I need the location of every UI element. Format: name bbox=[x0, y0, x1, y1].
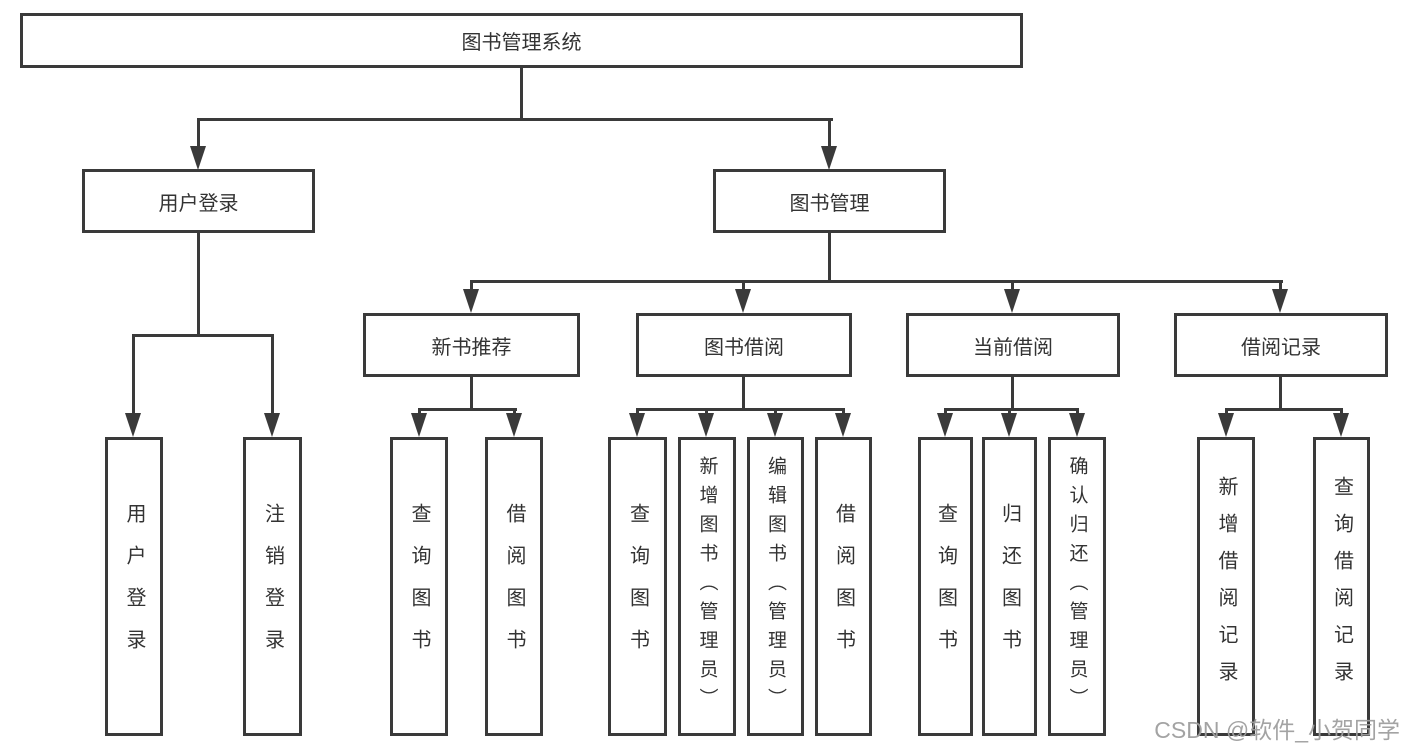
arrowhead-icon bbox=[190, 146, 206, 170]
arrowhead-icon bbox=[1333, 413, 1349, 437]
arrowhead-icon bbox=[463, 289, 479, 313]
arrowhead-icon bbox=[735, 289, 751, 313]
connector-line bbox=[197, 233, 200, 336]
arrowhead-icon bbox=[125, 413, 141, 437]
connector-line bbox=[742, 280, 745, 294]
arrowhead-icon bbox=[937, 413, 953, 437]
arrowhead-icon bbox=[411, 413, 427, 437]
leaf-add-books-admin: 新增图书（管理员） bbox=[678, 437, 736, 736]
connector-line bbox=[1279, 377, 1282, 410]
arrowhead-icon bbox=[1004, 289, 1020, 313]
arrowhead-icon bbox=[264, 413, 280, 437]
connector-line bbox=[742, 377, 745, 410]
leaf-borrowing-query-books: 查询图书 bbox=[608, 437, 667, 736]
leaf-borrow-books: 借阅图书 bbox=[815, 437, 872, 736]
arrowhead-icon bbox=[1218, 413, 1234, 437]
leaf-query-borrow-record: 查询借阅记录 bbox=[1313, 437, 1370, 736]
connector-line bbox=[271, 334, 274, 414]
connector-line bbox=[132, 334, 274, 337]
leaf-add-borrow-record: 新增借阅记录 bbox=[1197, 437, 1255, 736]
connector-line bbox=[197, 118, 200, 150]
leaf-current-query-books: 查询图书 bbox=[918, 437, 973, 736]
csdn-watermark: CSDN @软件_小贺同学 bbox=[1154, 717, 1400, 743]
connector-line bbox=[470, 280, 473, 294]
arrowhead-icon bbox=[1001, 413, 1017, 437]
leaf-recommend-borrow-books: 借阅图书 bbox=[485, 437, 543, 736]
connector-line bbox=[1279, 280, 1282, 294]
arrowhead-icon bbox=[629, 413, 645, 437]
arrowhead-icon bbox=[767, 413, 783, 437]
connector-line bbox=[1011, 377, 1014, 410]
arrowhead-icon bbox=[698, 413, 714, 437]
connector-line bbox=[520, 68, 523, 120]
connector-line bbox=[636, 408, 845, 411]
arrowhead-icon bbox=[1069, 413, 1085, 437]
node-book-borrowing: 图书借阅 bbox=[636, 313, 852, 377]
connector-line bbox=[470, 280, 1283, 283]
node-new-book-recommend: 新书推荐 bbox=[363, 313, 580, 377]
leaf-confirm-return-admin: 确认归还（管理员） bbox=[1048, 437, 1106, 736]
node-current-borrowing: 当前借阅 bbox=[906, 313, 1120, 377]
arrowhead-icon bbox=[821, 146, 837, 170]
leaf-logout: 注销登录 bbox=[243, 437, 302, 736]
connector-line bbox=[944, 408, 1079, 411]
node-borrowing-records: 借阅记录 bbox=[1174, 313, 1388, 377]
arrowhead-icon bbox=[506, 413, 522, 437]
leaf-recommend-query-books: 查询图书 bbox=[390, 437, 448, 736]
arrowhead-icon bbox=[835, 413, 851, 437]
connector-line bbox=[418, 408, 517, 411]
leaf-user-login: 用户登录 bbox=[105, 437, 163, 736]
leaf-edit-books-admin: 编辑图书（管理员） bbox=[747, 437, 804, 736]
connector-line bbox=[1011, 280, 1014, 294]
node-root-library-system: 图书管理系统 bbox=[20, 13, 1023, 68]
node-book-management: 图书管理 bbox=[713, 169, 946, 233]
connector-line bbox=[828, 233, 831, 282]
connector-line bbox=[132, 334, 135, 414]
node-user-login: 用户登录 bbox=[82, 169, 315, 233]
connector-line bbox=[1225, 408, 1342, 411]
connector-line bbox=[197, 118, 833, 121]
leaf-return-books: 归还图书 bbox=[982, 437, 1037, 736]
connector-line bbox=[828, 118, 831, 150]
arrowhead-icon bbox=[1272, 289, 1288, 313]
connector-line bbox=[470, 377, 473, 410]
